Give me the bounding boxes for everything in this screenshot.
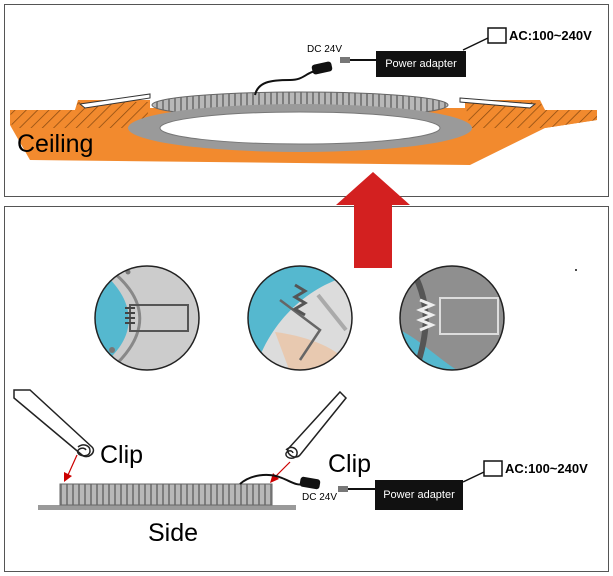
bottom-cable xyxy=(239,460,503,492)
ceiling-label: Ceiling xyxy=(17,130,94,158)
ac-input-label-bottom: AC:100~240V xyxy=(505,461,588,476)
photo-clip-detail-3 xyxy=(399,265,505,371)
side-label: Side xyxy=(148,519,199,547)
bottom-clip-right xyxy=(285,390,348,459)
power-adapter-top: Power adapter xyxy=(376,51,466,77)
recessed-panel-light xyxy=(128,91,472,152)
side-panel-light xyxy=(38,483,296,510)
top-cable xyxy=(254,27,507,96)
dc-voltage-label-top: DC 24V xyxy=(307,44,343,55)
photo-clip-detail-2 xyxy=(247,265,353,371)
ac-plug-top xyxy=(487,27,507,44)
ac-plug-bottom xyxy=(483,460,503,477)
up-arrow xyxy=(336,172,410,268)
top-clip-left xyxy=(78,93,151,109)
dc-voltage-label-bottom: DC 24V xyxy=(302,492,338,503)
dc-plug-top xyxy=(311,61,333,75)
top-clip-right xyxy=(459,97,537,109)
bottom-clip-left xyxy=(13,389,95,458)
dc-plug-bottom xyxy=(299,476,321,490)
photo-clip-detail-1 xyxy=(94,265,200,371)
clip-pointer-arrows xyxy=(64,454,291,483)
clip-label-left: Clip xyxy=(100,441,144,469)
power-adapter-bottom: Power adapter xyxy=(375,480,463,510)
clip-label-right: Clip xyxy=(328,450,372,478)
ac-input-label-top: AC:100~240V xyxy=(509,28,592,43)
